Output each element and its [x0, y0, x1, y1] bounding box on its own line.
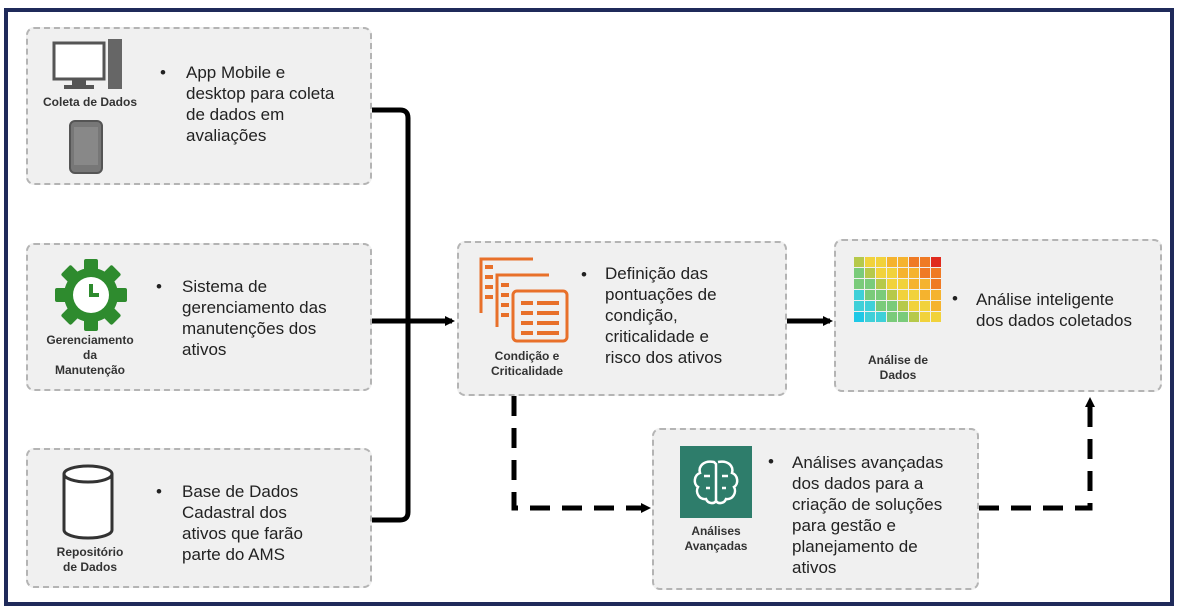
heatmap-cell [909, 290, 919, 300]
heatmap-cell [876, 312, 886, 322]
heatmap-cell [876, 279, 886, 289]
avancadas-bullet: • [768, 452, 774, 471]
coleta-bullet: • [160, 63, 166, 82]
dashed-arrow-to-avancadas [511, 396, 651, 513]
heatmap-cell [898, 268, 908, 278]
manutencao-label: Gerenciamento da Manutenção [46, 333, 134, 377]
manutencao-description: Sistema de gerenciamento das manutenções… [182, 277, 327, 359]
heatmap-cell [920, 312, 930, 322]
heatmap-cell [887, 268, 897, 278]
database-cylinder-icon [62, 464, 114, 540]
heatmap-cell [854, 268, 864, 278]
analise-description: Análise inteligente dos dados coletados [976, 290, 1132, 330]
repositorio-bullet: • [156, 482, 162, 501]
heatmap-cell [898, 312, 908, 322]
heatmap-cell [931, 268, 941, 278]
tablet-icon [69, 120, 103, 174]
box-gerenciamento-manutencao: Gerenciamento da Manutenção • Sistema de… [26, 243, 372, 391]
repositorio-description: Base de Dados Cadastral dos ativos que f… [182, 482, 303, 564]
heatmap-cell [876, 290, 886, 300]
heatmap-cell [920, 257, 930, 267]
heatmap-cell [909, 257, 919, 267]
condicao-label: Condição e Criticalidade [490, 349, 564, 378]
heatmap-cell [931, 290, 941, 300]
avancadas-description: Análises avançadas dos dados para a cria… [792, 453, 944, 577]
heatmap-cell [898, 290, 908, 300]
heatmap-cell [854, 257, 864, 267]
heatmap-cell [931, 312, 941, 322]
layered-grid-icon [479, 257, 569, 343]
heatmap-cell [887, 312, 897, 322]
heatmap-cell [909, 301, 919, 311]
heatmap-cell [854, 312, 864, 322]
gear-clock-icon [55, 259, 127, 331]
heatmap-cell [865, 257, 875, 267]
desktop-computer-icon [52, 39, 122, 89]
box-repositorio-de-dados: Repositório de Dados • Base de Dados Cad… [26, 448, 372, 588]
heatmap-cell [865, 268, 875, 278]
dashed-arrow-to-analise [979, 397, 1095, 511]
heatmap-cell [909, 279, 919, 289]
coleta-label: Coleta de Dados [42, 95, 138, 109]
heatmap-cell [909, 268, 919, 278]
heatmap-cell [898, 279, 908, 289]
heatmap-cell [854, 279, 864, 289]
heatmap-cell [920, 290, 930, 300]
box-coleta-de-dados: Coleta de Dados • App Mobile e desktop p… [26, 27, 372, 185]
analise-label: Análise de Dados [867, 353, 929, 382]
heatmap-cell [887, 301, 897, 311]
heatmap-cell [898, 257, 908, 267]
heatmap-cell [876, 268, 886, 278]
heatmap-cell [876, 301, 886, 311]
heatmap-cell [865, 301, 875, 311]
repositorio-label: Repositório de Dados [56, 545, 124, 574]
heatmap-cell [854, 290, 864, 300]
heatmap-cell [865, 290, 875, 300]
heatmap-cell [920, 279, 930, 289]
condicao-bullet: • [581, 265, 587, 284]
avancadas-label: Análises Avançadas [684, 524, 748, 553]
brain-icon [680, 446, 752, 518]
heatmap-cell [931, 279, 941, 289]
box-analises-avancadas: Análises Avançadas • Análises avançadas … [652, 428, 979, 590]
box-analise-de-dados: Análise de Dados • Análise inteligente d… [834, 239, 1162, 392]
heatmap-cell [876, 257, 886, 267]
box-condicao-criticalidade: Condição e Criticalidade • Definição das… [457, 241, 787, 396]
heatmap-cell [920, 301, 930, 311]
heatmap-cell [865, 312, 875, 322]
heatmap-cell [887, 257, 897, 267]
heatmap-cell [931, 257, 941, 267]
heatmap-icon [854, 257, 941, 322]
heatmap-cell [920, 268, 930, 278]
condicao-description: Definição das pontuações de condição, cr… [605, 264, 723, 367]
heatmap-cell [887, 279, 897, 289]
coleta-description: App Mobile e desktop para coleta de dado… [186, 63, 335, 145]
heatmap-cell [887, 290, 897, 300]
heatmap-cell [854, 301, 864, 311]
heatmap-cell [909, 312, 919, 322]
manutencao-bullet: • [156, 277, 162, 296]
analise-bullet: • [952, 289, 958, 308]
heatmap-cell [898, 301, 908, 311]
heatmap-cell [931, 301, 941, 311]
bracket-connector [372, 107, 411, 523]
heatmap-cell [865, 279, 875, 289]
